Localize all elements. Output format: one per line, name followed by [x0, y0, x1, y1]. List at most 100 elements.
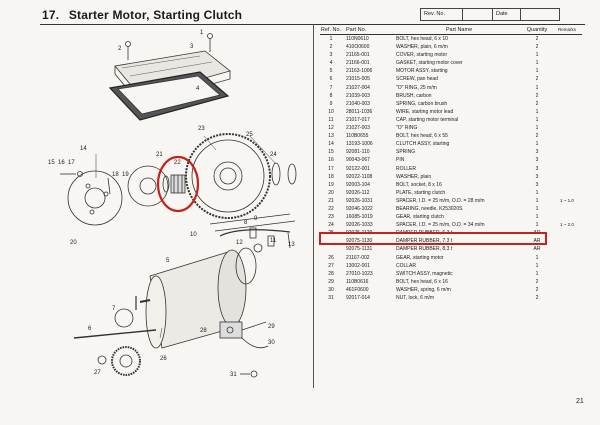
callout-10: 10 [190, 232, 197, 238]
callout-20: 20 [70, 240, 77, 246]
cell-part-no: 21039-003 [346, 92, 370, 99]
cell-quantity: 2 [535, 133, 539, 140]
cell-ref-no: 29 [328, 278, 334, 285]
cell-part-no: 110N0610 [346, 36, 369, 42]
cell-part-no: 16085-1019 [346, 214, 373, 221]
cell-quantity: AR [533, 230, 541, 237]
cell-part-no: 28011-1036 [346, 108, 373, 115]
cell-part-no: 90043-067 [346, 157, 370, 164]
cell-quantity: 1 [535, 270, 539, 277]
cell-ref-no: 16 [328, 157, 334, 164]
callout-13: 13 [288, 242, 295, 248]
cell-ref-no: 5 [329, 68, 333, 75]
cell-part-name: BRUSH, carbon [396, 92, 432, 99]
header-part-name: Part Name [445, 27, 473, 33]
table-header: Ref. No. Part No. Part Name Quantity Rem… [320, 25, 582, 35]
cell-remarks [552, 35, 582, 43]
cell-remarks [552, 43, 582, 51]
cell-part-name: WASHER, plain [396, 173, 432, 180]
cell-quantity: 1 [535, 197, 539, 204]
cell-part-no: 92022-1108 [346, 173, 373, 180]
cell-part-no: 92017-014 [346, 295, 370, 301]
callout-9: 9 [254, 216, 258, 222]
cell-quantity: 2 [535, 286, 539, 293]
rev-label: Rev. No. [421, 9, 463, 20]
header-quantity: Quantity [526, 27, 548, 33]
cell-quantity: 1 [535, 108, 539, 115]
cell-remarks [552, 254, 582, 262]
cell-part-no: 92075-1129 [346, 230, 373, 237]
cell-part-name: PLATE, starting clutch [396, 189, 446, 196]
cell-ref-no: 15 [328, 149, 334, 156]
cell-part-name: BOLT, hex head, 6 x 10 [396, 36, 448, 42]
cell-remarks [552, 213, 582, 221]
exploded-parts-diagram: 1 2 3 4 5 6 7 8 9 10 11 12 13 14 15 16 1… [48, 30, 297, 378]
cell-remarks [552, 294, 582, 302]
section-title: Starter Motor, Starting Clutch [68, 8, 243, 22]
callout-7: 7 [112, 306, 116, 312]
cell-part-name: "O" RING [396, 125, 418, 132]
cell-part-no: 92026-112 [346, 189, 370, 196]
callout-19: 19 [122, 172, 129, 178]
cell-ref-no: 1 [329, 36, 333, 42]
bearing-highlight-circle [156, 155, 200, 213]
cell-part-name: SCREW, pan head [396, 76, 438, 83]
callout-16: 16 [58, 160, 65, 166]
cell-part-name: SPRING [396, 149, 416, 156]
callout-4: 4 [196, 86, 200, 92]
cell-remarks [552, 237, 582, 245]
cell-part-no: 92026-1031 [346, 197, 373, 204]
cell-quantity: 1 [535, 116, 539, 123]
cell-part-name: SPRING, carbon brush [396, 100, 448, 107]
cell-part-name: "O" RING, 25 m/m [396, 84, 437, 91]
cell-part-no: 92026-1033 [346, 222, 373, 229]
cell-part-name: DAMPER RUBBER, 6.3 t [396, 230, 453, 237]
cell-remarks [552, 189, 582, 197]
cell-ref-no: 13 [328, 133, 334, 140]
section-number: 17. [42, 8, 60, 22]
page-number: 21 [576, 398, 584, 405]
cell-remarks [552, 124, 582, 132]
callout-5: 5 [166, 258, 170, 264]
cell-quantity: 2 [535, 36, 539, 42]
cell-remarks [552, 92, 582, 100]
cell-ref-no: 26 [328, 254, 334, 261]
cell-remarks [552, 75, 582, 83]
cell-quantity: 3 [535, 181, 539, 188]
cell-ref-no: 2 [329, 44, 333, 51]
cell-part-no: 410O0600 [346, 44, 370, 51]
cell-part-name: DAMPER RUBBER, 7.3 t [396, 238, 453, 245]
callout-17: 17 [68, 160, 75, 166]
callout-14: 14 [80, 146, 87, 152]
cell-part-name: DAMPER RUBBER, 8.3 t [396, 246, 453, 253]
date-label: Date [493, 9, 521, 20]
callout-29: 29 [268, 324, 275, 330]
callout-11: 11 [270, 238, 277, 244]
cell-part-name: BOLT, hex head, 6 x 16 [396, 278, 448, 285]
cell-ref-no: 20 [328, 189, 334, 196]
callout-3: 3 [190, 44, 194, 50]
header-part-no: Part No. [346, 27, 367, 33]
cell-part-no: 21166-001 [346, 60, 370, 67]
cell-quantity: 2 [535, 278, 539, 285]
cell-part-no: 92075-1131 [346, 246, 373, 253]
cell-part-no: 13002-001 [346, 262, 370, 269]
